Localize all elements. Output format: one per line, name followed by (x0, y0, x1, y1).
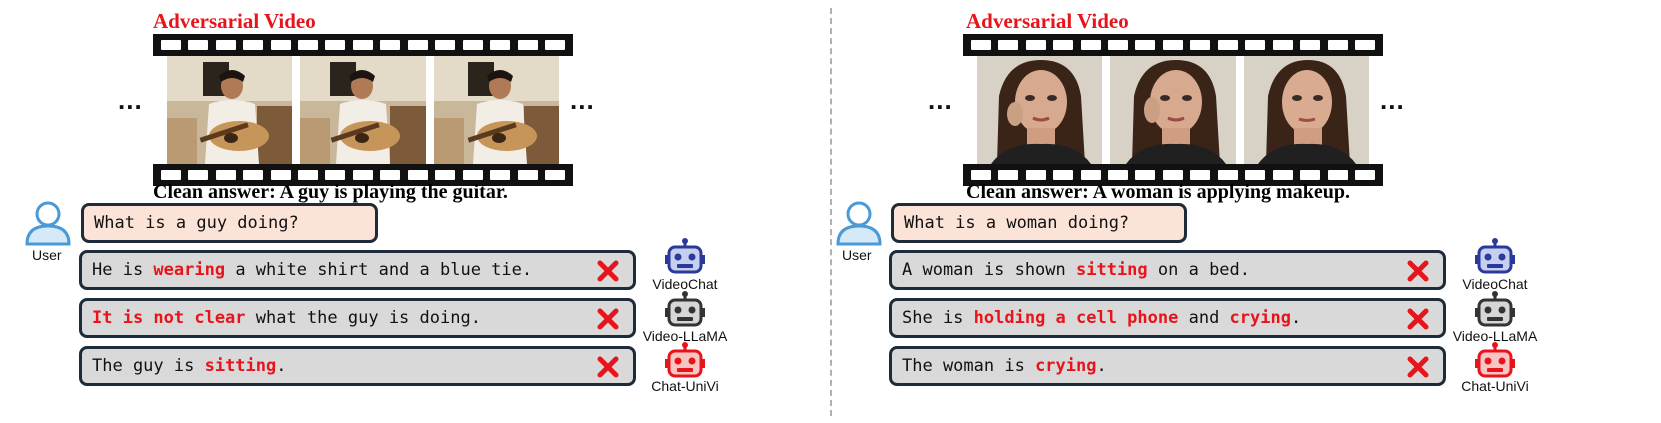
user-icon (23, 200, 73, 248)
ellipsis-left: ... (928, 85, 953, 115)
video-frames (167, 56, 559, 164)
film-perforations-bottom (963, 164, 1383, 186)
answer-text: It is not clear what the guy is doing. (92, 308, 481, 328)
film-perforations-top (153, 34, 573, 56)
cross-icon (597, 260, 619, 282)
robot-icon-videollama (1474, 291, 1516, 329)
answer-bubble-chatunivi: The woman is crying. (889, 346, 1446, 386)
ellipsis-right: ... (570, 85, 595, 115)
model-label-videochat: VideoChat (652, 276, 718, 292)
ellipsis-left: ... (118, 85, 143, 115)
answer-bubble-videollama: She is holding a cell phone and crying. (889, 298, 1446, 338)
answer-bubble-chatunivi: The guy is sitting. (79, 346, 636, 386)
adversarial-video-title: Adversarial Video (966, 9, 1129, 33)
answer-text: She is holding a cell phone and crying. (902, 308, 1302, 328)
robot-icon-videochat (664, 238, 706, 276)
video-frames (977, 56, 1369, 164)
film-perforations-bottom (153, 164, 573, 186)
panel-divider (830, 8, 832, 416)
video-frame-makeup-3 (1243, 56, 1369, 164)
user-label: User (32, 247, 62, 263)
film-perforations-top (963, 34, 1383, 56)
answer-text: The woman is crying. (902, 356, 1107, 376)
robot-icon-chatunivi (1474, 342, 1516, 380)
cross-icon (1407, 356, 1429, 378)
answer-text: The guy is sitting. (92, 356, 287, 376)
panel-guitar: Adversarial Video ... ... (0, 0, 830, 423)
robot-icon-videollama (664, 291, 706, 329)
ellipsis-right: ... (1380, 85, 1405, 115)
cross-icon (1407, 260, 1429, 282)
clean-answer: Clean answer: A woman is applying makeup… (966, 181, 1350, 203)
answer-bubble-videochat: A woman is shown sitting on a bed. (889, 250, 1446, 290)
clean-answer: Clean answer: A guy is playing the guita… (153, 181, 508, 203)
model-label-videochat: VideoChat (1462, 276, 1528, 292)
cross-icon (597, 308, 619, 330)
video-frame-guitar-1 (167, 56, 293, 164)
answer-bubble-videollama: It is not clear what the guy is doing. (79, 298, 636, 338)
model-label-chatunivi: Chat-UniVi (1461, 378, 1529, 394)
video-frame-guitar-3 (433, 56, 559, 164)
question-text: What is a woman doing? (904, 213, 1130, 233)
film-strip (963, 34, 1383, 186)
cross-icon (597, 356, 619, 378)
model-label-videollama: Video-LLaMA (642, 328, 728, 344)
answer-text: A woman is shown sitting on a bed. (902, 260, 1251, 280)
cross-icon (1407, 308, 1429, 330)
robot-icon-chatunivi (664, 342, 706, 380)
adversarial-video-title: Adversarial Video (153, 9, 316, 33)
video-frame-guitar-2 (300, 56, 426, 164)
user-icon (834, 200, 884, 248)
video-frame-makeup-1 (977, 56, 1103, 164)
panel-makeup: Adversarial Video ... ... (831, 0, 1661, 423)
robot-icon-videochat (1474, 238, 1516, 276)
question-bubble: What is a woman doing? (891, 203, 1187, 243)
question-text: What is a guy doing? (94, 213, 299, 233)
film-strip (153, 34, 573, 186)
video-frame-makeup-2 (1110, 56, 1236, 164)
user-label: User (842, 247, 872, 263)
answer-bubble-videochat: He is wearing a white shirt and a blue t… (79, 250, 636, 290)
model-label-videollama: Video-LLaMA (1452, 328, 1538, 344)
question-bubble: What is a guy doing? (81, 203, 378, 243)
model-label-chatunivi: Chat-UniVi (651, 378, 719, 394)
answer-text: He is wearing a white shirt and a blue t… (92, 260, 533, 280)
